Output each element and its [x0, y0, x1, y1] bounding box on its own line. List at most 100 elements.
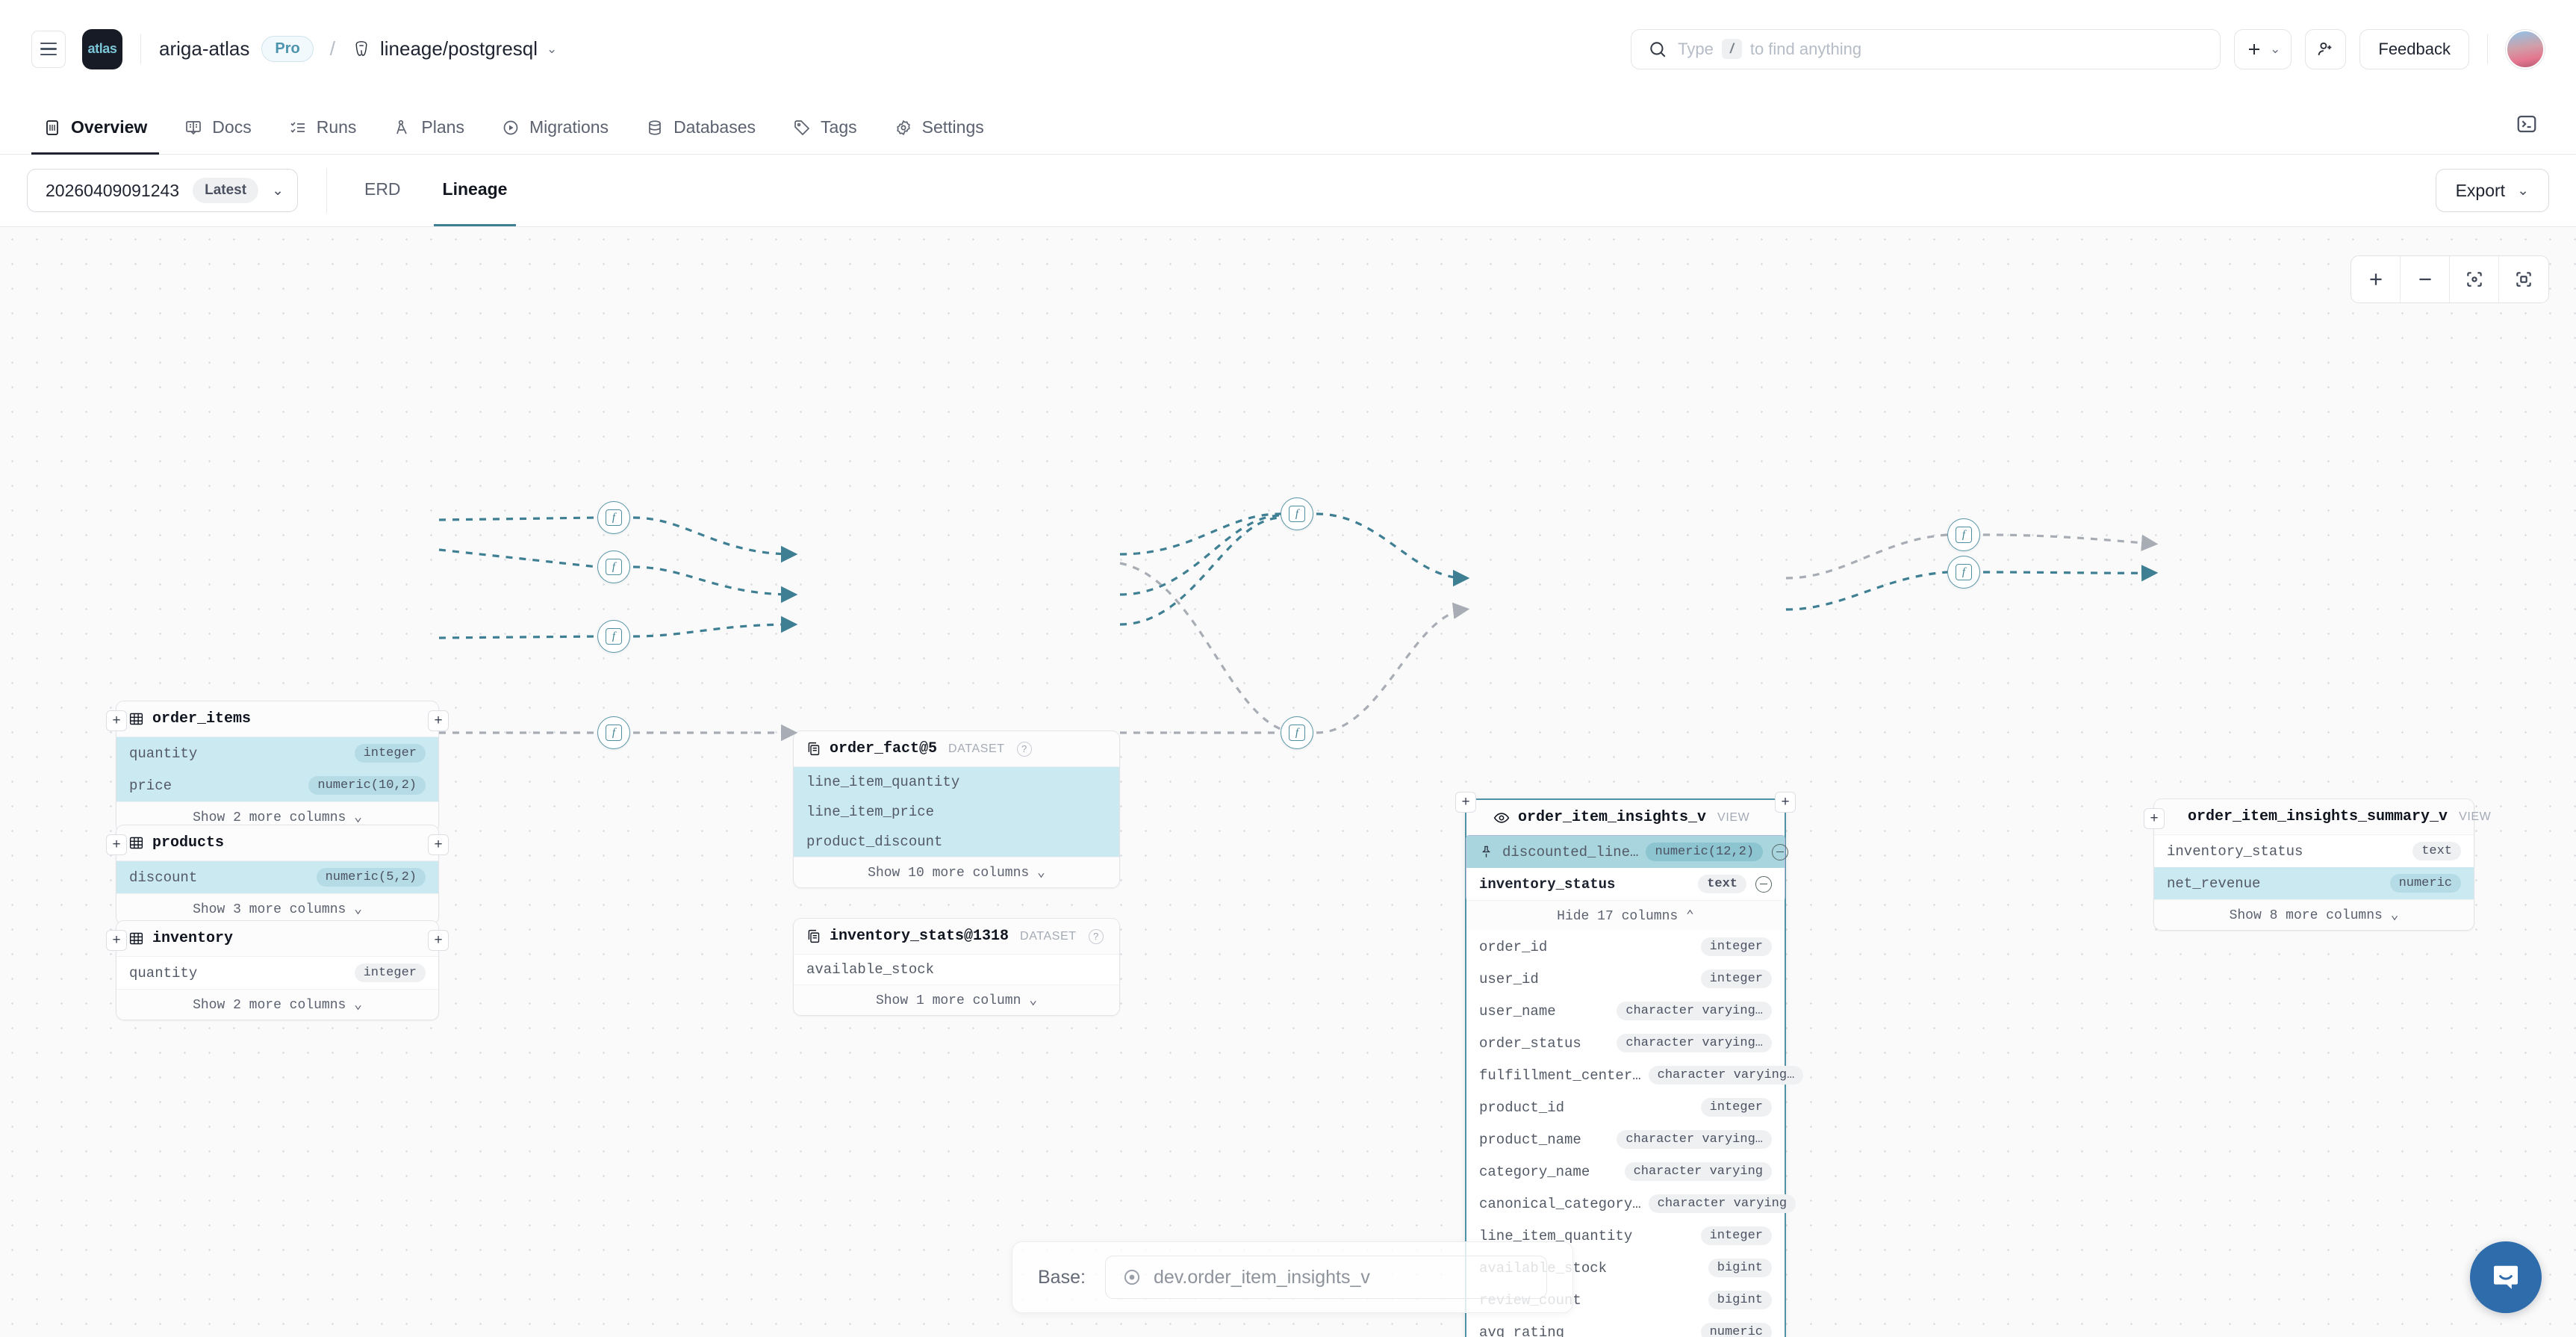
help-icon[interactable]: ?	[1016, 741, 1032, 757]
expand-downstream-button[interactable]: +	[1775, 792, 1796, 813]
column-row-pinned[interactable]: inventory_status text	[1466, 868, 1785, 900]
avatar[interactable]	[2506, 29, 2545, 69]
column-row[interactable]: available_stock	[794, 955, 1119, 984]
console-panel-toggle[interactable]	[2509, 106, 2545, 142]
search-input[interactable]: Type / to find anything	[1631, 28, 2221, 69]
hide-columns-button[interactable]: Hide 17 columns ⌃	[1466, 900, 1785, 931]
column-row[interactable]: discount numeric(5,2)	[116, 861, 438, 893]
invite-user-button[interactable]	[2305, 28, 2347, 69]
column-type: character varying	[1624, 1162, 1772, 1181]
expand-downstream-button[interactable]: +	[428, 834, 449, 855]
nav-item-settings[interactable]: Settings	[883, 117, 996, 155]
expand-upstream-button[interactable]: +	[106, 930, 127, 951]
transform-node[interactable]: f	[1947, 518, 1980, 551]
transform-node[interactable]: f	[597, 716, 630, 749]
column-row[interactable]: price numeric(10,2)	[116, 769, 438, 801]
column-row[interactable]: line_item_quantity	[794, 767, 1119, 797]
lineage-node-order-item-insights-summary-v[interactable]: + order_item_insights_summary_v VIEW inv…	[2144, 798, 2491, 931]
chat-support-button[interactable]	[2470, 1241, 2542, 1313]
transform-node[interactable]: f	[1281, 497, 1313, 530]
nav-item-overview[interactable]: Overview	[31, 117, 160, 155]
nav-item-docs[interactable]: Docs	[172, 117, 263, 155]
transform-node[interactable]: f	[1281, 716, 1313, 749]
column-row[interactable]: quantity integer	[116, 957, 438, 989]
lineage-node-order-fact[interactable]: order_fact@5 DATASET ? line_item_quantit…	[793, 730, 1120, 888]
lineage-node-inventory[interactable]: + + inventory quantity integer Show 2 mo…	[106, 920, 449, 1020]
column-row[interactable]: product_discount	[794, 827, 1119, 857]
column-type: integer	[1700, 1098, 1772, 1117]
nav-item-migrations[interactable]: Migrations	[490, 117, 620, 155]
column-row-pinned[interactable]: discounted_line… numeric(12,2)	[1466, 836, 1789, 868]
column-row[interactable]: inventory_status text	[2154, 835, 2474, 867]
show-more-columns-button[interactable]: Show 8 more columns ⌄	[2154, 899, 2474, 930]
menu-toggle-button[interactable]	[31, 30, 66, 68]
expand-upstream-button[interactable]: +	[1455, 792, 1476, 813]
transform-node[interactable]: f	[1947, 556, 1980, 589]
dataset-icon	[808, 929, 820, 943]
expand-upstream-button[interactable]: +	[2144, 808, 2165, 829]
lineage-node-inventory-stats[interactable]: inventory_stats@1318 DATASET ? available…	[793, 918, 1120, 1016]
divider	[2487, 34, 2488, 64]
export-button[interactable]: Export ⌄	[2435, 169, 2549, 212]
base-label: Base:	[1038, 1266, 1086, 1288]
tab-lineage[interactable]: Lineage	[433, 155, 517, 226]
lineage-canvas[interactable]: + + order_items quantity integer price n…	[0, 227, 2576, 1337]
transform-node[interactable]: f	[597, 501, 630, 534]
version-selector[interactable]: 20260409091243 Latest ⌄	[27, 169, 298, 212]
nav-item-runs[interactable]: Runs	[277, 117, 369, 155]
help-icon[interactable]: ?	[1088, 928, 1104, 944]
breadcrumb-project[interactable]: lineage/postgresql ⌄	[352, 37, 557, 61]
fit-view-button[interactable]	[2499, 256, 2548, 303]
column-type: integer	[354, 744, 426, 763]
column-row[interactable]: quantity integer	[116, 737, 438, 769]
expand-upstream-button[interactable]: +	[106, 710, 127, 731]
function-icon: f	[1956, 527, 1972, 543]
column-name: product_discount	[806, 834, 943, 850]
nav-item-databases[interactable]: Databases	[634, 117, 768, 155]
databases-icon	[649, 120, 661, 135]
column-row[interactable]: net_revenue numeric	[2154, 867, 2474, 899]
postgresql-icon	[352, 39, 371, 60]
nav-item-plans[interactable]: Plans	[382, 117, 476, 155]
tab-erd[interactable]: ERD	[364, 179, 401, 199]
lineage-node-order-items[interactable]: + + order_items quantity integer price n…	[106, 701, 449, 833]
breadcrumb-org[interactable]: ariga-atlas	[159, 37, 250, 60]
column-name: line_item_quantity	[806, 774, 960, 790]
feedback-button[interactable]: Feedback	[2359, 28, 2469, 69]
column-row[interactable]: line_item_price	[794, 797, 1119, 827]
expand-downstream-button[interactable]: +	[428, 930, 449, 951]
create-new-button[interactable]: ⌄	[2234, 28, 2292, 69]
zoom-in-button[interactable]	[2351, 256, 2401, 303]
plans-icon	[396, 120, 408, 134]
nav-item-tags[interactable]: Tags	[781, 117, 869, 155]
show-more-columns-button[interactable]: Show 3 more columns ⌄	[116, 893, 438, 924]
column-row[interactable]: canonical_category…character varying	[1466, 1188, 1796, 1220]
expand-downstream-button[interactable]: +	[428, 710, 449, 731]
canvas-zoom-controls[interactable]	[2351, 255, 2549, 303]
hamburger-icon	[40, 42, 57, 45]
remove-column-icon[interactable]	[1755, 875, 1772, 893]
show-more-columns-button[interactable]: Show 10 more columns ⌄	[794, 857, 1119, 887]
column-row[interactable]: fulfillment_center…character varying…	[1466, 1059, 1804, 1091]
lineage-node-products[interactable]: + + products discount numeric(5,2) Show …	[106, 825, 449, 925]
show-more-columns-button[interactable]: Show 1 more column ⌄	[794, 984, 1119, 1015]
expand-upstream-button[interactable]: +	[106, 834, 127, 855]
remove-column-icon[interactable]	[1772, 843, 1789, 860]
function-icon: f	[606, 509, 622, 526]
focus-node-button[interactable]	[2450, 256, 2499, 303]
show-more-columns-button[interactable]: Show 2 more columns ⌄	[116, 989, 438, 1020]
zoom-out-button[interactable]	[2401, 256, 2450, 303]
base-value-field[interactable]: dev.order_item_insights_v	[1104, 1256, 1547, 1299]
atlas-logo[interactable]: atlas	[82, 28, 122, 69]
transform-node[interactable]: f	[597, 550, 630, 583]
transform-node[interactable]: f	[597, 620, 630, 653]
